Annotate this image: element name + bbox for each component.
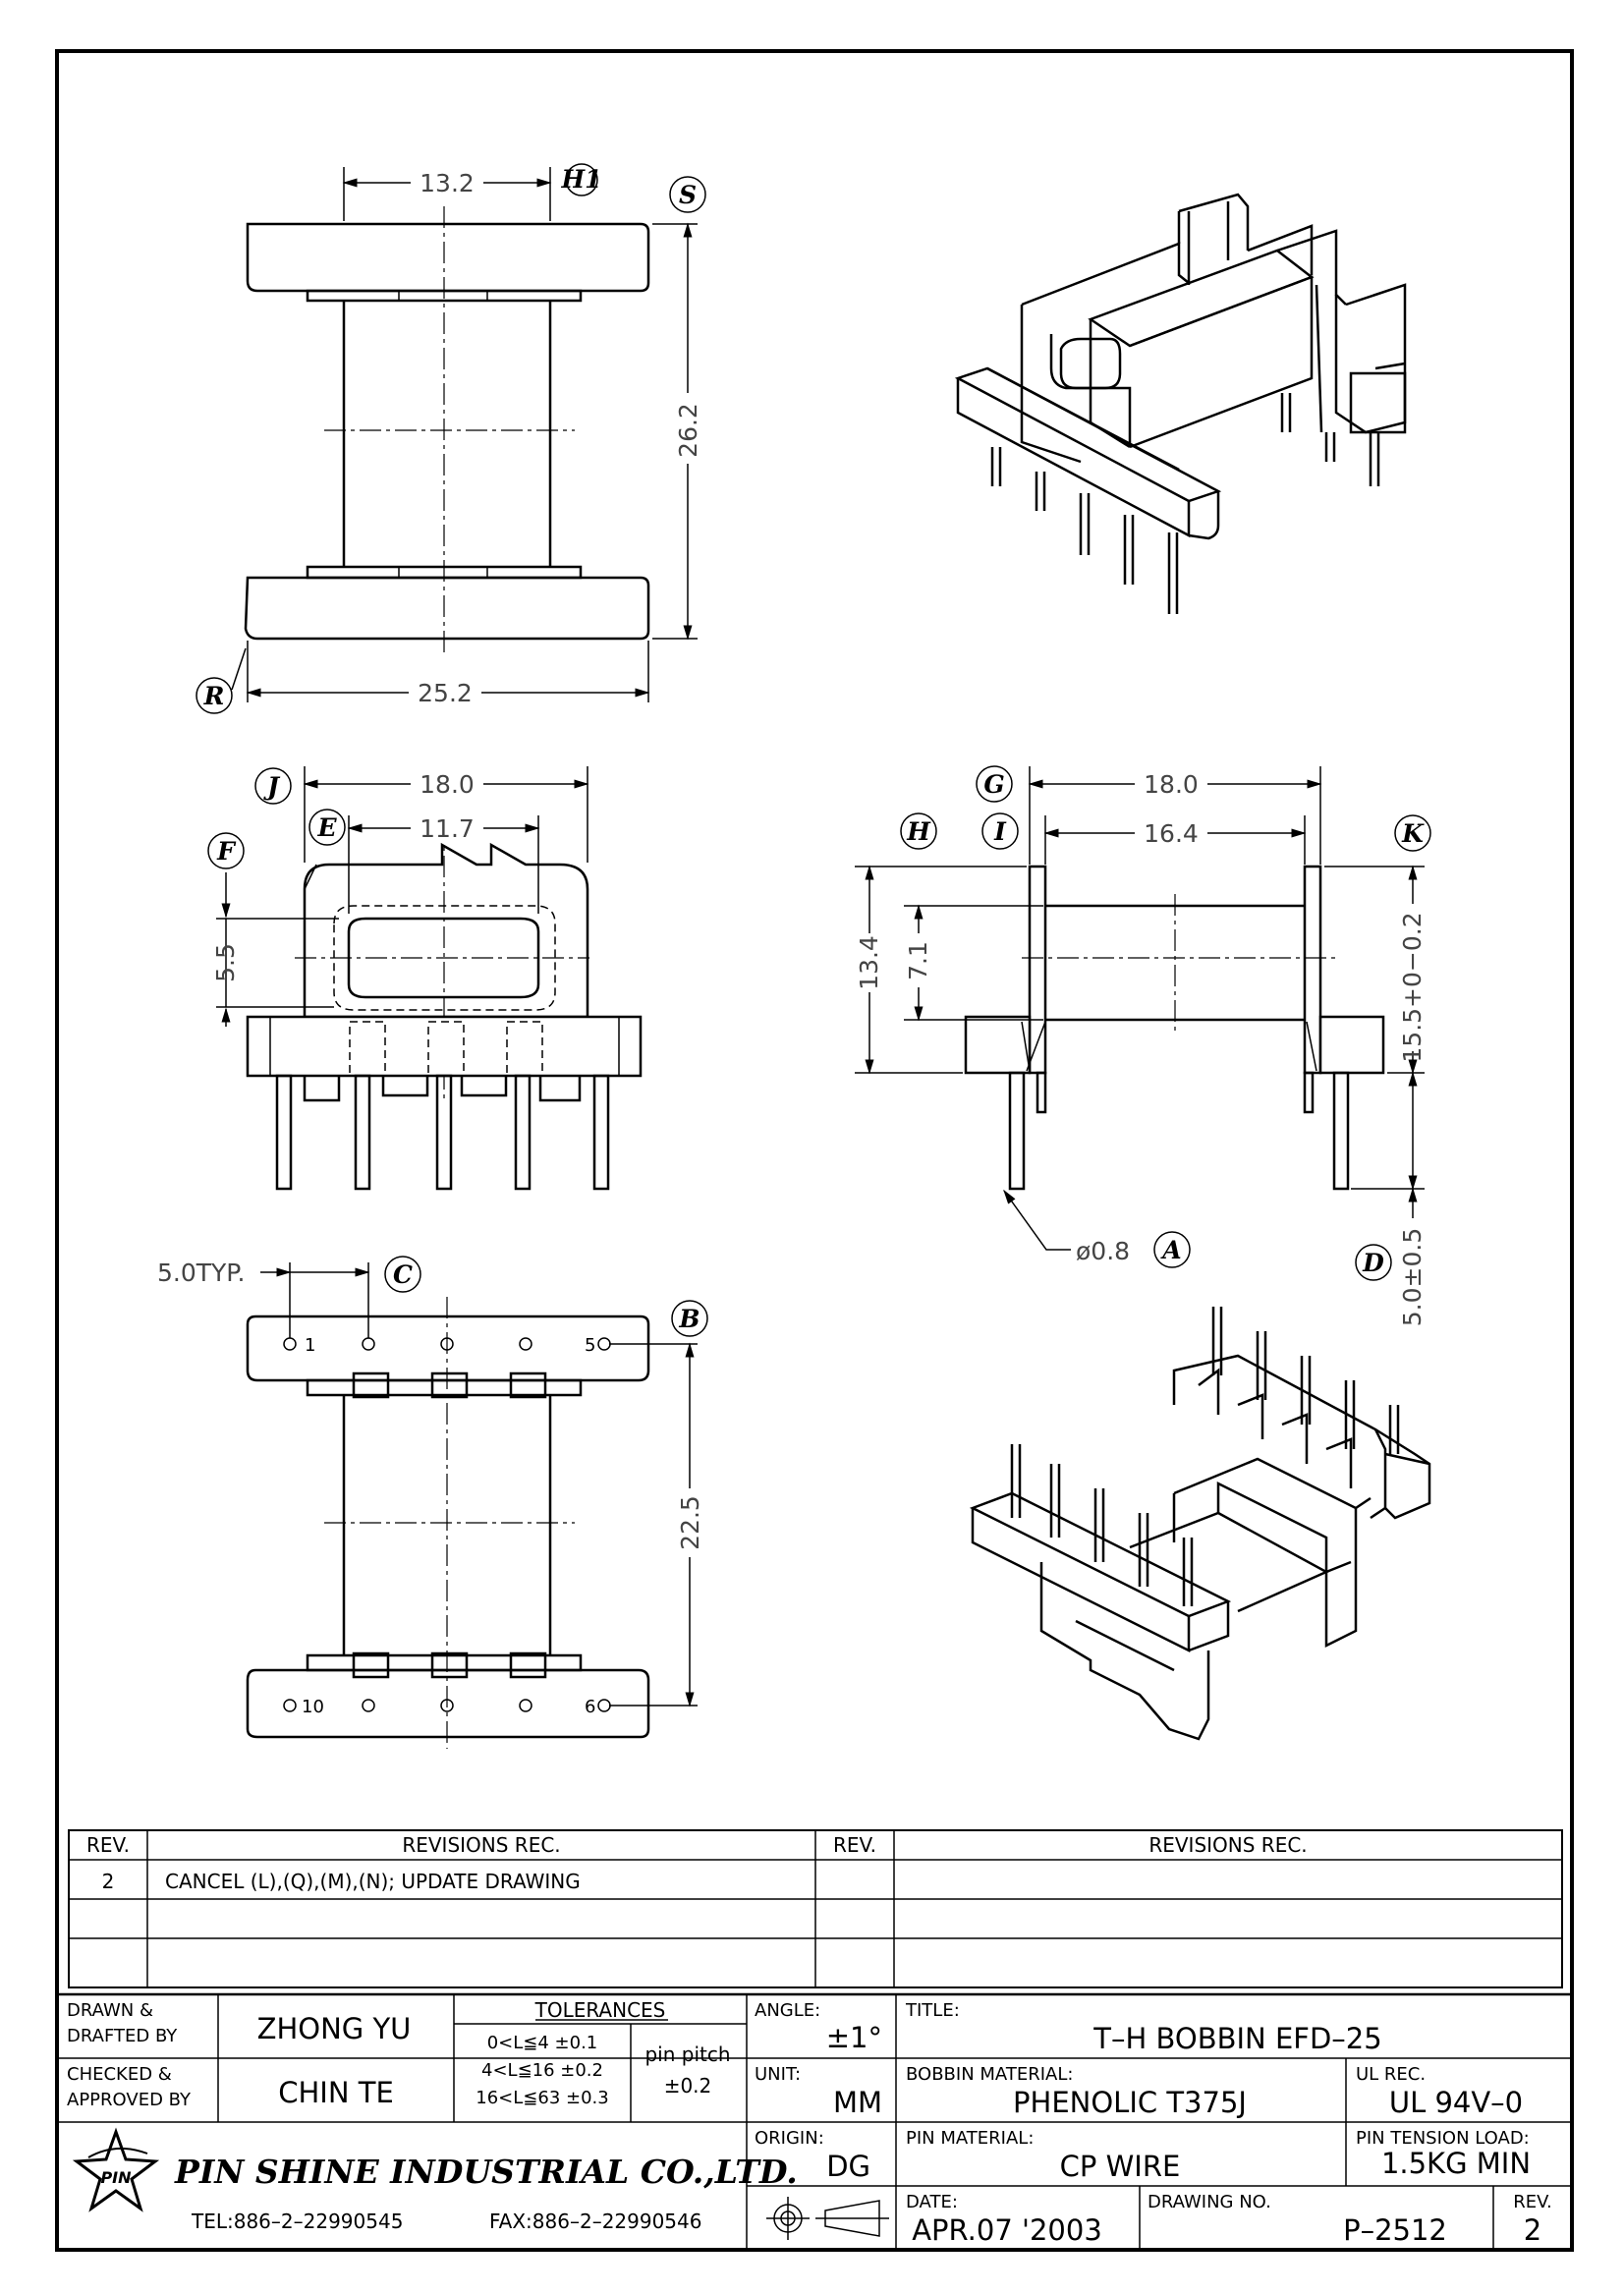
drawn-value: ZHONG YU	[257, 2012, 412, 2045]
side-view: 18.0 16.4 G H I K 13.4 7.1 15.5+0−0.2 5.…	[855, 765, 1431, 1326]
pin-label-6: 6	[585, 1697, 595, 1717]
origin-label: ORIGIN:	[755, 2128, 824, 2149]
callout-h: H	[906, 817, 931, 846]
dim-16-4: 16.4	[1144, 819, 1199, 848]
dim-18-0-front: 18.0	[420, 770, 475, 799]
pin-label-1: 1	[305, 1335, 315, 1356]
tolerances-label: TOLERANCES	[534, 1998, 666, 2022]
drawing-no-value: P–2512	[1343, 2213, 1447, 2247]
dim-pin-dia: ø0.8	[1076, 1237, 1130, 1265]
title-block: DRAWN & DRAFTED BY ZHONG YU CHECKED & AP…	[57, 1992, 1572, 2250]
pin-tension-label: PIN TENSION LOAD:	[1356, 2128, 1530, 2149]
dim-18-0-side: 18.0	[1144, 770, 1199, 799]
tolerance-row-1: 0<L≦4 ±0.1	[487, 2033, 598, 2053]
pin-pitch-value: ±0.2	[664, 2074, 712, 2098]
pin-material-value: CP WIRE	[1060, 2150, 1181, 2183]
callout-k: K	[1401, 819, 1425, 848]
company-tel: TEL:886–2–22990545	[191, 2210, 403, 2233]
company-name: PIN SHINE INDUSTRIAL CO.,LTD.	[174, 2153, 798, 2191]
callout-r: R	[203, 682, 225, 710]
checked-value: CHIN TE	[278, 2076, 394, 2109]
date-value: APR.07 '2003	[912, 2213, 1102, 2247]
bottom-view: 1 5 10 6 5.0TYP. C B 22.5	[157, 1256, 708, 1749]
tolerance-row-2: 4<L≦16 ±0.2	[481, 2060, 603, 2081]
callout-e: E	[316, 813, 337, 842]
rev-value: 2	[1524, 2213, 1541, 2247]
dim-13-4: 13.4	[855, 935, 883, 990]
bobbin-material-label: BOBBIN MATERIAL:	[906, 2064, 1073, 2085]
pin-label-5: 5	[585, 1335, 595, 1356]
top-view: 13.2 H1 S 26.2 25.2 R	[196, 163, 706, 714]
rev-label: REV.	[1513, 2192, 1552, 2212]
revisions-header-1: REVISIONS REC.	[402, 1833, 560, 1857]
bobbin-material-value: PHENOLIC T375J	[1013, 2086, 1247, 2119]
title-value: T–H BOBBIN EFD–25	[1092, 2022, 1381, 2055]
front-view: 18.0 11.7 J E F 5.5	[207, 766, 643, 1191]
drawn-label-1: DRAWN &	[67, 2000, 153, 2021]
angle-label: ANGLE:	[755, 2000, 820, 2021]
dim-22-5: 22.5	[676, 1495, 704, 1550]
callout-j: J	[263, 772, 281, 801]
dim-7-1: 7.1	[904, 941, 932, 980]
drawing-no-label: DRAWING NO.	[1148, 2192, 1271, 2212]
checked-label-2: APPROVED BY	[67, 2090, 192, 2110]
callout-i: I	[993, 817, 1007, 846]
pin-material-label: PIN MATERIAL:	[906, 2128, 1034, 2149]
unit-value: MM	[833, 2086, 882, 2119]
projection-symbol-icon	[766, 2197, 889, 2240]
callout-s: S	[679, 181, 697, 209]
revisions-header-2: REVISIONS REC.	[1148, 1833, 1307, 1857]
dim-pin-pitch: 5.0TYP.	[157, 1259, 245, 1287]
company-logo: PIN	[72, 2127, 160, 2212]
tolerance-row-3: 16<L≦63 ±0.3	[476, 2088, 608, 2108]
dim-11-7: 11.7	[420, 814, 475, 843]
origin-value: DG	[826, 2150, 870, 2183]
isometric-view-top	[954, 193, 1407, 614]
dim-5-5: 5.5	[211, 943, 240, 982]
rev-header-1: REV.	[86, 1833, 130, 1857]
callout-f: F	[216, 837, 237, 866]
unit-label: UNIT:	[755, 2064, 801, 2085]
company-fax: FAX:886–2–22990546	[489, 2210, 701, 2233]
dim-26-2: 26.2	[674, 403, 702, 458]
callout-h1: H1	[560, 165, 601, 194]
checked-label-1: CHECKED &	[67, 2064, 172, 2085]
angle-value: ±1°	[826, 2021, 882, 2054]
logo-text: PIN	[100, 2168, 132, 2187]
callout-d: D	[1362, 1249, 1384, 1277]
dim-25-2: 25.2	[418, 679, 473, 707]
drawn-label-2: DRAFTED BY	[67, 2026, 178, 2046]
revision-table: REV. REVISIONS REC. REV. REVISIONS REC. …	[68, 1829, 1563, 1988]
isometric-view-bottom	[969, 1307, 1431, 1741]
date-label: DATE:	[906, 2192, 958, 2212]
ul-rec-label: UL REC.	[1356, 2064, 1426, 2085]
callout-a: A	[1160, 1236, 1181, 1264]
dim-15-5: 15.5+0−0.2	[1398, 912, 1427, 1062]
rev-header-2: REV.	[833, 1833, 876, 1857]
revision-row-rev: 2	[102, 1870, 115, 1893]
pin-pitch-label: pin pitch	[644, 2042, 730, 2066]
callout-g: G	[983, 770, 1004, 799]
dim-5-0: 5.0±0.5	[1398, 1228, 1427, 1326]
dim-13-2: 13.2	[420, 169, 475, 197]
pin-tension-value: 1.5KG MIN	[1381, 2147, 1531, 2180]
callout-c: C	[393, 1260, 413, 1289]
revision-row-desc: CANCEL (L),(Q),(M),(N); UPDATE DRAWING	[165, 1870, 581, 1893]
pin-label-10: 10	[302, 1697, 324, 1717]
title-label: TITLE:	[905, 2000, 960, 2021]
ul-rec-value: UL 94V–0	[1389, 2086, 1523, 2119]
sheet-border	[55, 49, 1574, 2252]
callout-b: B	[678, 1305, 700, 1333]
